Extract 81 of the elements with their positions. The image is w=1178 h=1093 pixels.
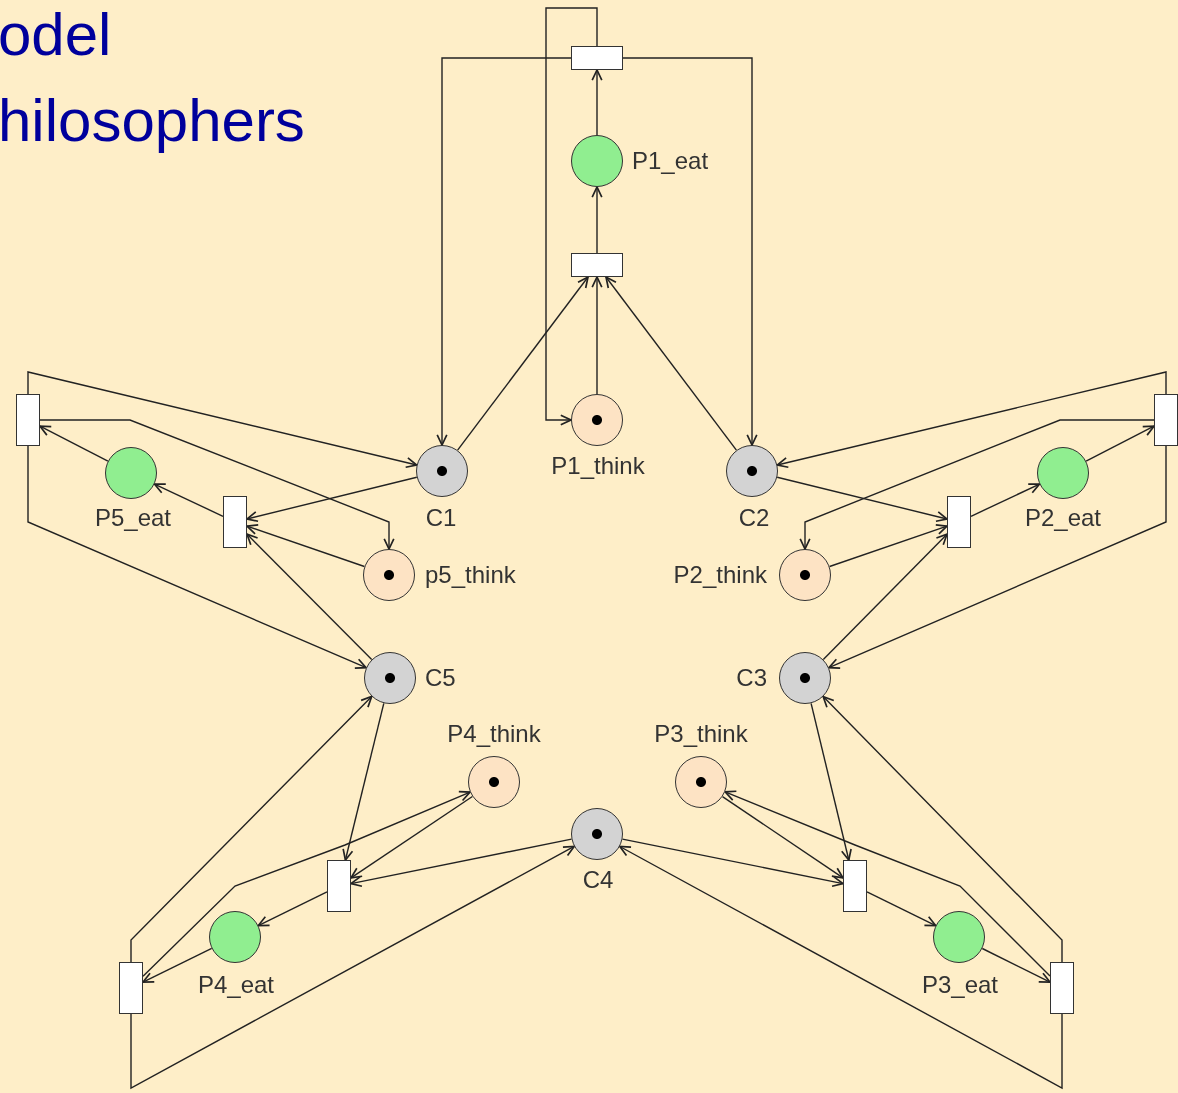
place-label: C2 <box>738 504 770 532</box>
arc-arrow <box>799 419 1155 550</box>
arc-arrow <box>591 276 603 395</box>
slide-title: odel hilosophers <box>0 0 306 156</box>
transition-bar <box>571 253 623 277</box>
arc-arrow <box>605 276 738 451</box>
arc-arrow <box>866 891 937 927</box>
marked-place-circle <box>571 394 623 446</box>
arc-arrow <box>828 445 1167 669</box>
marked-place-circle <box>779 652 831 704</box>
place-label: P3_eat <box>921 971 999 999</box>
arc-arrow <box>618 845 1063 1090</box>
transition-bar <box>119 962 143 1014</box>
arc-arrow <box>822 533 948 661</box>
transition-bar <box>1050 962 1074 1014</box>
marked-place-circle <box>416 445 468 497</box>
arc-arrow <box>27 371 418 469</box>
arc-arrow <box>621 838 844 888</box>
place-label: P4_think <box>447 720 541 748</box>
arc-arrow <box>591 186 603 254</box>
arc-arrow <box>39 425 109 462</box>
transition-bar <box>327 860 351 912</box>
arc-arrow <box>436 57 572 446</box>
place-label: p5_think <box>425 561 516 589</box>
marked-place-circle <box>726 445 778 497</box>
arc-arrow <box>970 483 1041 517</box>
arc-arrow <box>776 476 948 523</box>
arc-arrow <box>246 524 366 568</box>
arc-arrow <box>350 838 573 888</box>
place-label: C4 <box>582 866 614 894</box>
marked-place-circle <box>675 756 727 808</box>
arc-arrow <box>350 795 474 879</box>
place-label: P4_eat <box>197 971 275 999</box>
arc-arrow <box>257 891 328 927</box>
transition-bar <box>571 46 623 70</box>
transition-bar <box>1154 394 1178 446</box>
arc-arrow <box>981 947 1051 983</box>
arc-arrow <box>724 790 1051 977</box>
arc-arrow <box>828 524 948 568</box>
arc-arrow <box>622 57 758 446</box>
place-circle <box>105 447 157 499</box>
arc-arrow <box>456 276 589 451</box>
arc-arrow <box>591 69 603 136</box>
transition-bar <box>223 496 247 548</box>
arc-arrow <box>153 483 224 517</box>
marked-place-circle <box>468 756 520 808</box>
place-label: P3_think <box>654 720 748 748</box>
arc-arrow <box>810 702 852 861</box>
place-label: P5_eat <box>94 504 172 532</box>
marked-place-circle <box>779 549 831 601</box>
place-label: P2_think <box>673 561 767 589</box>
place-label: C3 <box>736 664 767 692</box>
place-label: C5 <box>425 664 456 692</box>
marked-place-circle <box>571 808 623 860</box>
transition-bar <box>843 860 867 912</box>
marked-place-circle <box>364 652 416 704</box>
arc-arrow <box>130 695 373 963</box>
arc-arrow <box>39 419 395 550</box>
arc-arrow <box>545 7 598 426</box>
arc-arrow <box>1085 425 1155 462</box>
transition-bar <box>16 394 40 446</box>
transition-bar <box>947 496 971 548</box>
place-circle <box>209 911 261 963</box>
arc-arrow <box>246 476 418 523</box>
marked-place-circle <box>363 549 415 601</box>
arc-arrow <box>721 795 844 879</box>
place-circle <box>571 135 623 187</box>
arc-arrow <box>246 533 373 661</box>
arc-arrow <box>776 371 1167 469</box>
place-circle <box>1037 447 1089 499</box>
place-label: P2_eat <box>1024 504 1102 532</box>
place-circle <box>933 911 985 963</box>
place-label: P1_think <box>551 452 645 480</box>
arc-arrow <box>142 790 471 977</box>
place-label: P1_eat <box>632 147 709 175</box>
arc-arrow <box>27 445 367 669</box>
arc-arrow <box>822 695 1063 963</box>
arc-arrow <box>142 947 213 983</box>
arc-arrow <box>342 702 385 861</box>
arc-arrow <box>130 845 576 1090</box>
place-label: C1 <box>425 504 457 532</box>
